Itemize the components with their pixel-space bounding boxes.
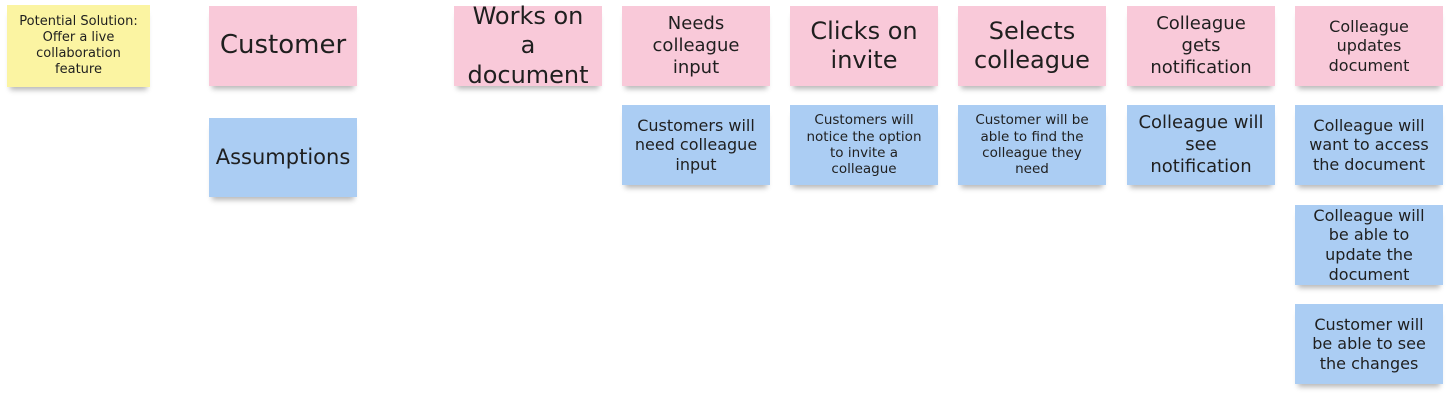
- step-note-clicks-on-invite[interactable]: Clicks on invite: [790, 6, 938, 86]
- assumption-note[interactable]: Customers will need colleague input: [622, 105, 770, 185]
- assumption-note[interactable]: Colleague will be able to update the doc…: [1295, 205, 1443, 285]
- step-note-selects-colleague[interactable]: Selects colleague: [958, 6, 1106, 86]
- step-note-colleague-gets-notification[interactable]: Colleague gets notification: [1127, 6, 1275, 86]
- solution-sticky-note[interactable]: Potential Solution: Offer a live collabo…: [7, 5, 150, 87]
- persona-sticky-note[interactable]: Customer: [209, 6, 357, 86]
- assumption-note[interactable]: Colleague will see notification: [1127, 105, 1275, 185]
- assumptions-row-label-note[interactable]: Assumptions: [209, 118, 357, 197]
- step-note-needs-colleague-input[interactable]: Needs colleague input: [622, 6, 770, 86]
- assumption-note[interactable]: Colleague will want to access the docume…: [1295, 105, 1443, 185]
- step-note-works-on-document[interactable]: Works on a document: [454, 2, 602, 89]
- assumption-note[interactable]: Customers will notice the option to invi…: [790, 105, 938, 185]
- assumption-note[interactable]: Customer will be able to see the changes: [1295, 304, 1443, 384]
- assumption-note[interactable]: Customer will be able to find the collea…: [958, 105, 1106, 185]
- step-note-colleague-updates-document[interactable]: Colleague updates document: [1295, 6, 1443, 86]
